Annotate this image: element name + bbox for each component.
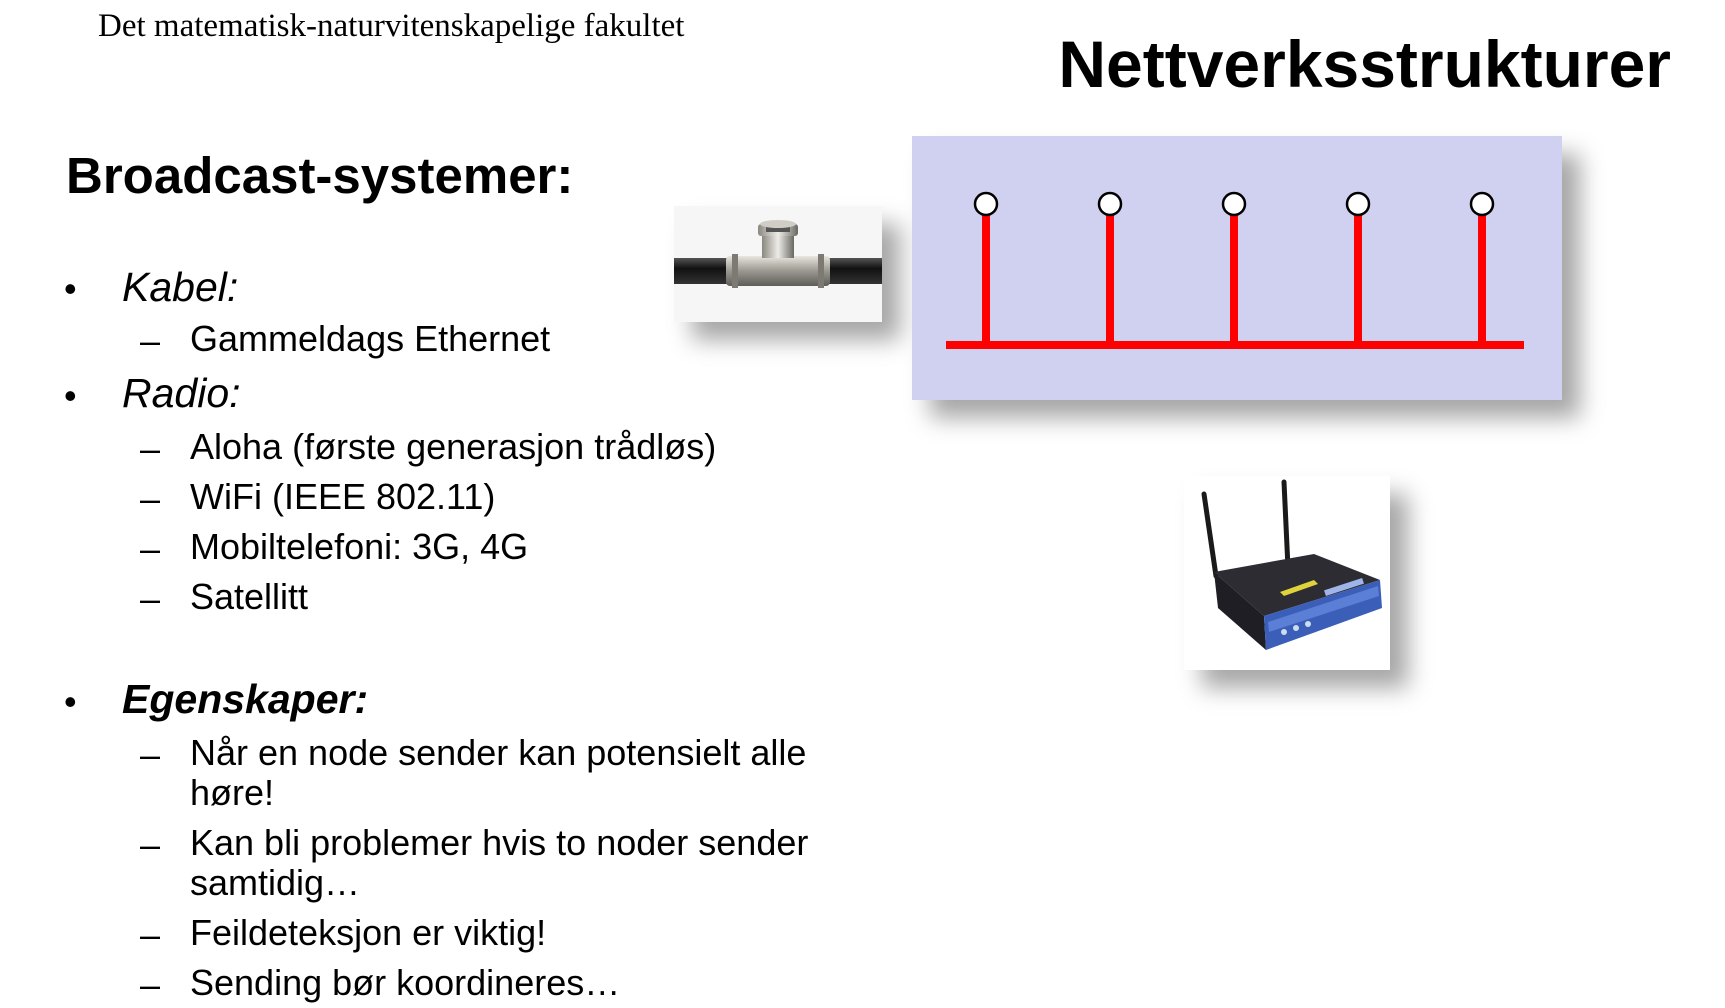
dash-marker: – bbox=[140, 428, 161, 469]
dash-marker: – bbox=[140, 914, 161, 955]
bullet-item-kabel: Kabel: bbox=[122, 264, 239, 310]
subitem-gammeldags-ethernet: Gammeldags Ethernet bbox=[190, 318, 551, 359]
network-node bbox=[1469, 191, 1495, 217]
subitem-mobiltelefoni: Mobiltelefoni: 3G, 4G bbox=[190, 526, 529, 567]
subitem-feildeteksjon: Feildeteksjon er viktig! bbox=[190, 912, 547, 953]
subitem-node-sender: Når en node sender kan potensielt alle bbox=[190, 732, 807, 773]
dash-marker: – bbox=[140, 734, 161, 775]
bnc-t-connector-icon bbox=[674, 206, 882, 322]
subitem-node-sender-cont: høre! bbox=[190, 772, 275, 813]
subitem-problemer: Kan bli problemer hvis to noder sender bbox=[190, 822, 809, 863]
wifi-router-icon bbox=[1184, 476, 1390, 670]
dash-marker: – bbox=[140, 528, 161, 569]
network-node bbox=[1097, 191, 1123, 217]
network-node bbox=[1345, 191, 1371, 217]
bullet-item-radio: Radio: bbox=[122, 370, 241, 416]
section-heading: Broadcast-systemer: bbox=[66, 147, 574, 204]
bullet-item-egenskaper: Egenskaper: bbox=[122, 676, 369, 722]
subitem-sending: Sending bør koordineres… bbox=[190, 962, 621, 1003]
faculty-name: Det matematisk-naturvitenskapelige fakul… bbox=[98, 8, 685, 44]
dash-marker: – bbox=[140, 578, 161, 619]
bus-topology-diagram bbox=[912, 136, 1562, 400]
subitem-wifi: WiFi (IEEE 802.11) bbox=[190, 476, 496, 517]
dash-marker: – bbox=[140, 824, 161, 865]
dash-marker: – bbox=[140, 964, 161, 1005]
dash-marker: – bbox=[140, 478, 161, 519]
subitem-problemer-cont: samtidig… bbox=[190, 862, 361, 903]
bullet-list: • Kabel: – Gammeldags Ethernet • Radio: … bbox=[64, 264, 809, 1005]
subitem-satellitt: Satellitt bbox=[190, 576, 309, 617]
network-node bbox=[973, 191, 999, 217]
network-node bbox=[1221, 191, 1247, 217]
bus-topology-svg bbox=[946, 191, 1524, 349]
bullet-marker: • bbox=[64, 268, 77, 309]
subitem-aloha: Aloha (første generasjon trådløs) bbox=[190, 426, 717, 467]
bullet-marker: • bbox=[64, 375, 77, 416]
dash-marker: – bbox=[140, 320, 161, 361]
slide-title: Nettverksstrukturer bbox=[1058, 27, 1671, 101]
bullet-marker: • bbox=[64, 681, 77, 722]
